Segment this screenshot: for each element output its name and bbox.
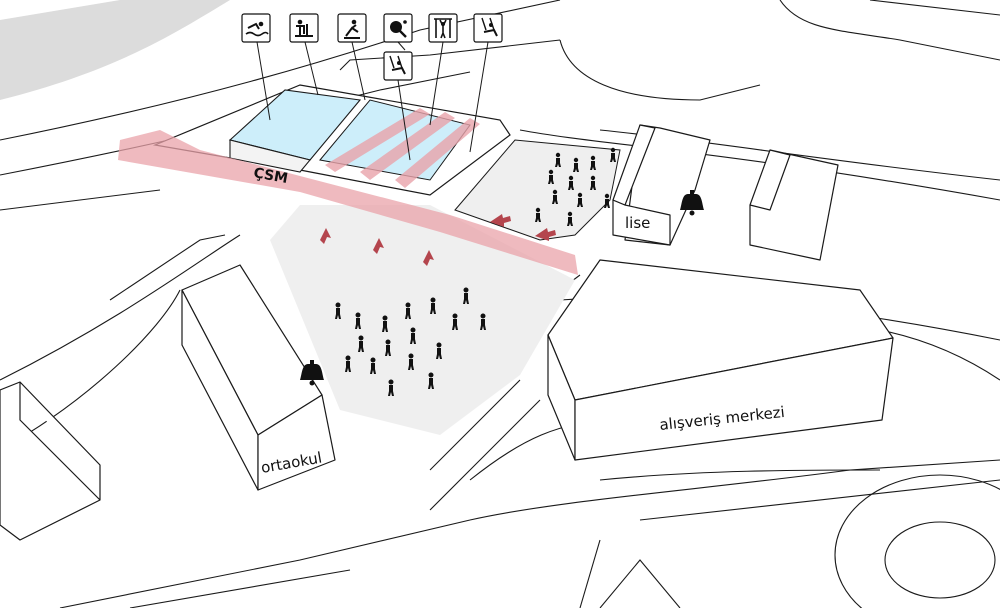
person-icon [552, 189, 558, 204]
arrow-up-icon [373, 238, 384, 254]
person-icon [388, 379, 394, 396]
arrow-up-icon [320, 228, 331, 244]
person-icon [428, 372, 434, 389]
road-area [0, 0, 230, 100]
person-icon [408, 353, 414, 370]
arrow-left-icon [490, 214, 511, 227]
person-icon [535, 207, 541, 222]
flow-band-main [118, 130, 578, 275]
lise-label: lise [625, 214, 650, 232]
lise-building: lise [612, 124, 711, 246]
bell-icon [300, 360, 324, 386]
flow-arrows [320, 214, 556, 266]
people-group-main [335, 287, 486, 396]
fitness-icon [289, 13, 319, 43]
person-icon [610, 147, 616, 162]
person-icon [567, 211, 573, 226]
person-icon [590, 155, 596, 170]
flow-band-diagonals [325, 108, 480, 188]
left-building [0, 381, 101, 541]
person-icon [452, 313, 458, 330]
person-icon [430, 297, 436, 314]
person-icon [410, 327, 416, 344]
person-icon [604, 193, 610, 208]
main-plaza [270, 205, 575, 435]
person-icon [382, 315, 388, 332]
arrow-up-icon [423, 250, 434, 266]
climbing-icon [337, 13, 367, 43]
person-icon [548, 169, 554, 184]
ortaokul-building: ortaokul [181, 264, 336, 491]
person-icon [385, 339, 391, 356]
person-icon [355, 312, 361, 329]
csm-label: ÇSM [252, 165, 289, 187]
playground-icon [383, 51, 413, 81]
person-icon [405, 302, 411, 319]
gymnastics-icon [428, 13, 458, 43]
person-icon [335, 302, 341, 319]
swing-icon [473, 13, 503, 43]
arrow-left-icon [535, 228, 556, 241]
person-icon [345, 355, 351, 372]
people-group-side [535, 147, 616, 226]
person-icon [573, 157, 579, 172]
person-icon [590, 175, 596, 190]
person-icon [568, 175, 574, 190]
swimming-icon [241, 13, 271, 43]
person-icon [463, 287, 469, 304]
person-icon [436, 342, 442, 359]
person-icon [358, 335, 364, 352]
right-building [749, 149, 839, 261]
icon-leaders [256, 41, 489, 161]
person-icon [555, 152, 561, 167]
bell-icon [680, 190, 704, 216]
person-icon [370, 357, 376, 374]
mall-building: alışveriş merkezi [547, 259, 894, 461]
side-plaza [454, 139, 621, 241]
person-icon [577, 192, 583, 207]
person-icon [480, 313, 486, 330]
table-tennis-icon [383, 13, 413, 43]
pool-indoor-wall [229, 139, 311, 173]
